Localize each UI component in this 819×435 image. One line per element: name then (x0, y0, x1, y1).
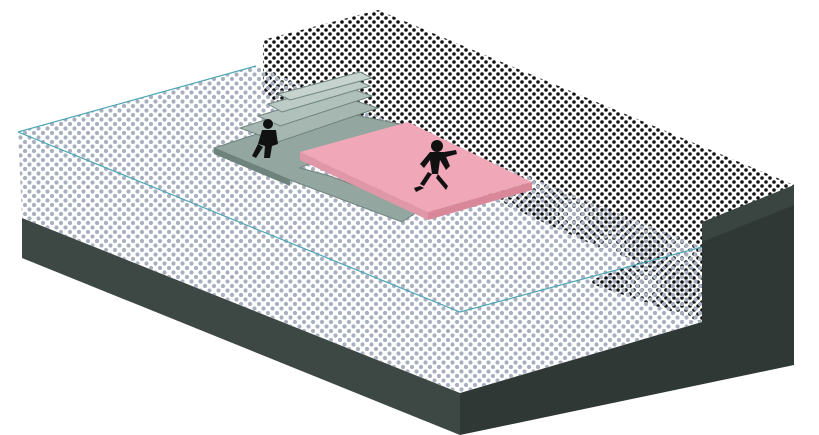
pool-diagram (0, 0, 819, 435)
pool-cutaway-svg (0, 0, 819, 435)
